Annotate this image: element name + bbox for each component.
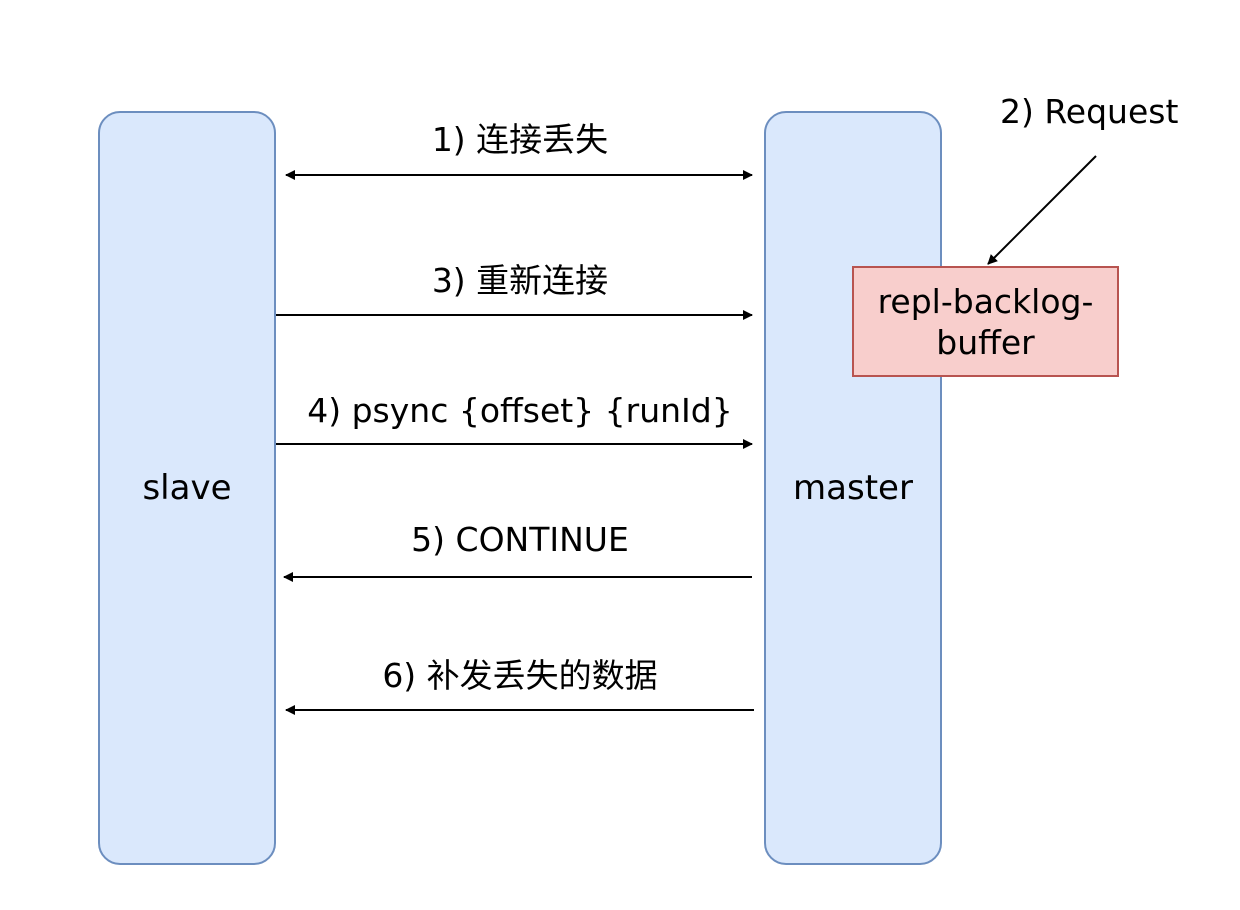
master-label: master [793, 468, 913, 508]
message-label-6: 6) 补发丢失的数据 [382, 656, 658, 695]
message-label-4: 4) psync {offset} {runId} [307, 391, 733, 430]
request-label: 2) Request [1000, 92, 1179, 131]
repl-backlog-buffer-label: repl-backlog-buffer [877, 281, 1094, 362]
repl-backlog-buffer-node: repl-backlog-buffer [852, 266, 1119, 377]
slave-label: slave [142, 468, 232, 508]
message-label-3: 3) 重新连接 [431, 261, 609, 300]
request-arrow [987, 155, 1097, 265]
slave-node: slave [98, 111, 276, 865]
master-node: master [764, 111, 942, 865]
message-label-5: 5) CONTINUE [411, 520, 629, 559]
message-label-1: 1) 连接丢失 [431, 120, 609, 159]
